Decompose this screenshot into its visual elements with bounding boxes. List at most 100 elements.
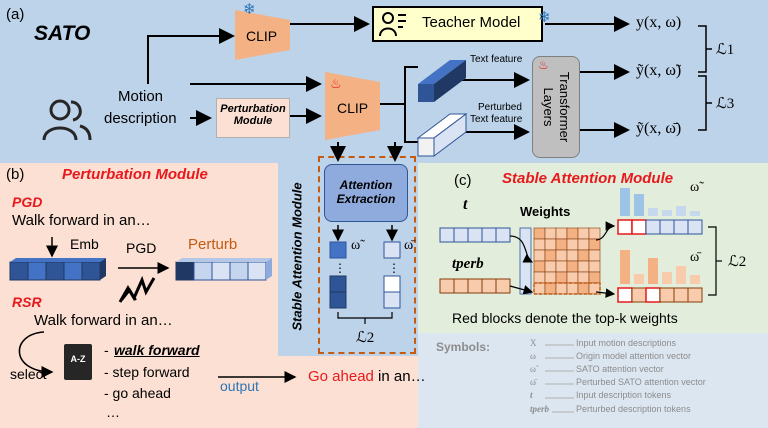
omega-tilde-row: [617, 219, 703, 235]
pgd-title: PGD: [12, 194, 43, 210]
users-icon: [42, 99, 92, 141]
weight-matrix: [519, 227, 601, 295]
flame-icon: ♨: [330, 76, 342, 91]
weight-column-tokens: [519, 227, 532, 295]
flame-icon: ♨: [538, 58, 549, 72]
weight-cell: [533, 249, 546, 262]
symbols-background: [418, 333, 768, 428]
weight-cell: [544, 260, 557, 273]
clip-top-label: CLIP: [246, 28, 278, 44]
weight-cell: [555, 238, 568, 251]
weight-cell: [577, 238, 590, 251]
histogram-bar: [690, 275, 700, 284]
weight-cell: [533, 282, 546, 295]
transformer-layers-box: [532, 56, 580, 158]
omega-tilde-c-label: ω̃: [690, 180, 700, 195]
loss-2-stable: ℒ2: [356, 330, 375, 346]
weight-row-highlight: [533, 282, 601, 295]
perturbation-module-box: Perturbation Module: [216, 98, 290, 138]
weight-cell: [544, 227, 557, 240]
omega-tilde-histogram: [620, 188, 700, 216]
perturbed-feature-line1: Perturbed: [478, 102, 522, 113]
output-label: output: [220, 378, 259, 394]
clip-main-shape: [325, 72, 380, 140]
clip-top-shape: [235, 10, 290, 60]
histogram-bar: [634, 194, 644, 216]
weight-cell: [544, 271, 557, 284]
histogram-bar: [662, 210, 672, 216]
tperb-label: tperb: [452, 256, 484, 272]
zigzag-icon: [118, 276, 156, 303]
result-text: Go ahead in an…: [308, 368, 426, 385]
emb-label: Emb: [70, 236, 99, 252]
weight-cell: [555, 227, 568, 240]
transformer-layers-label: Transformer Layers: [541, 71, 572, 143]
weight-cell: [533, 238, 546, 251]
dictionary-icon: A-Z: [64, 344, 92, 380]
weight-cell: [577, 260, 590, 273]
weight-cell: [533, 227, 546, 240]
perturbation-line2: Module: [233, 115, 273, 127]
weight-cell: [555, 271, 568, 284]
rsr-text: Walk forward in an…: [34, 312, 173, 329]
stable-attention-side-label: Stable Attention Module: [289, 182, 305, 331]
motion-description-line2: description: [104, 110, 177, 127]
motion-description-line1: Motion: [118, 88, 164, 105]
weight-cell: [588, 271, 601, 284]
weight-cell: [577, 227, 590, 240]
weight-cell: [566, 227, 579, 240]
token-row-tperb: [439, 278, 511, 294]
rsr-title: RSR: [12, 294, 42, 310]
t-label: t: [463, 196, 468, 213]
weight-cell: [566, 282, 579, 295]
stable-dashed-box: [318, 156, 416, 354]
weight-cell: [588, 238, 601, 251]
perturbed-feature-line2: Text feature: [470, 114, 523, 125]
svg-text:⋮: ⋮: [334, 261, 346, 275]
weights-label: Weights: [520, 204, 571, 219]
histogram-bar: [690, 211, 700, 216]
panel-b-label: (b): [6, 166, 25, 183]
omega-bar-row: [617, 287, 703, 303]
histogram-bar: [648, 258, 658, 284]
stable-attention-title: Stable Attention Module: [502, 170, 674, 187]
weight-cell: [566, 260, 579, 273]
panel-b-background: [0, 163, 278, 428]
symbols-title: Symbols:: [436, 340, 491, 354]
loss-2-c: ℒ2: [728, 254, 747, 270]
histogram-bar: [620, 250, 630, 284]
synonym-1: walk forward: [114, 342, 200, 358]
weight-cell: [555, 249, 568, 262]
weight-cell: [566, 238, 579, 251]
weight-cell: [588, 227, 601, 240]
omega-bar-c-label: ω̄: [690, 250, 700, 265]
weight-cell: [588, 260, 601, 273]
loss-3: ℒ3: [716, 96, 735, 112]
weight-cell: [566, 271, 579, 284]
histogram-bar: [676, 266, 686, 284]
weight-cell: [533, 260, 546, 273]
omega-tilde-label: ω̃: [351, 238, 361, 253]
weight-cell: [544, 238, 557, 251]
weight-cell: [533, 271, 546, 284]
histogram-bar: [662, 272, 672, 284]
weight-cell: [544, 282, 557, 295]
text-feature-label: Text feature: [470, 54, 523, 65]
histogram-bar: [676, 206, 686, 216]
output-y: y(x, ω): [636, 14, 682, 31]
perturbed-vector: [175, 258, 272, 281]
weight-cell: [577, 282, 590, 295]
clip-main-label: CLIP: [337, 100, 369, 116]
omega-bar-label: ω̄: [404, 238, 414, 253]
attention-extraction-box: Attention Extraction: [324, 164, 408, 222]
weight-cell: [555, 260, 568, 273]
result-rest-part: in an…: [373, 368, 426, 385]
weight-cell: [566, 249, 579, 262]
panel-c-label: (c): [454, 172, 472, 189]
synonym-3: - go ahead: [104, 385, 171, 401]
perturbation-module-title: Perturbation Module: [62, 166, 208, 183]
embedding-vector: [9, 258, 106, 281]
output-y-tilde: ỹ(x, ω̃): [636, 62, 682, 79]
